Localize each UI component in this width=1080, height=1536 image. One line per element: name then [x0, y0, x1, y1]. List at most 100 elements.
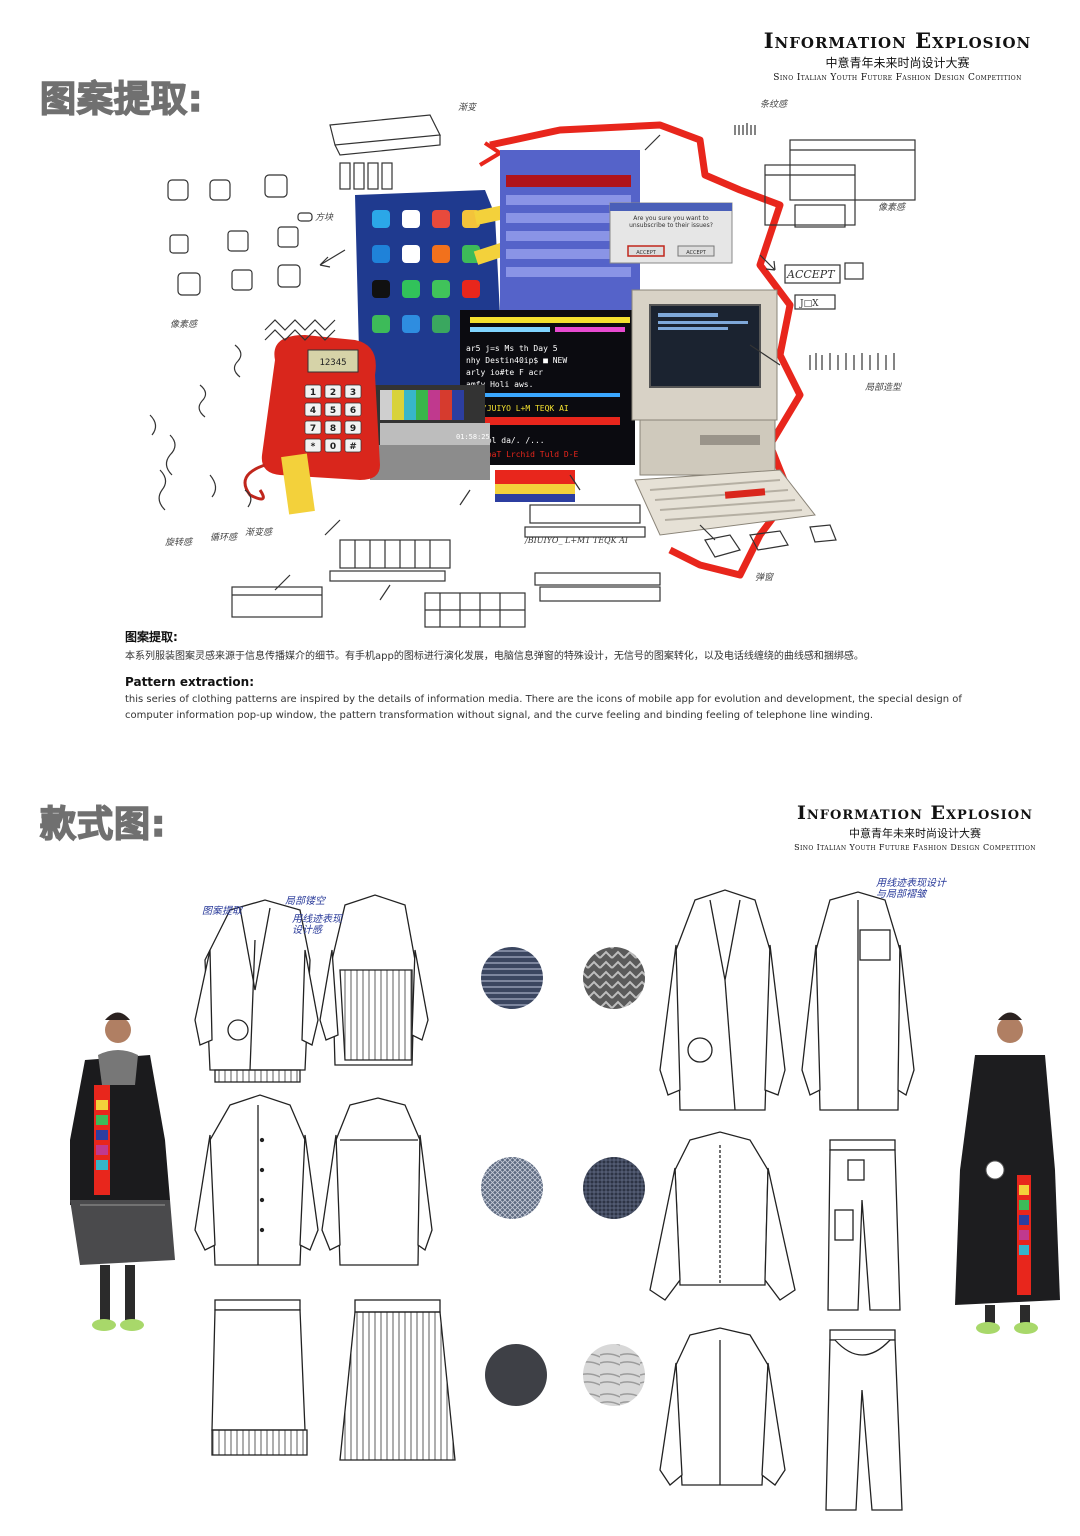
trousers-front-sketch	[827, 1139, 901, 1311]
pattern-extraction-heading: 图案提取:	[39, 78, 204, 121]
popup-message: Are you sure you want to unsubscribe to …	[629, 215, 713, 229]
collage-artwork: Are you sure you want to unsubscribe to …	[149, 99, 916, 628]
brand-title: Information Explosion	[763, 28, 1032, 53]
glitch-line: nhy Destin40ip$ ■ NEW	[466, 356, 567, 365]
sketch-note: 方块	[315, 212, 334, 223]
sketch-note: 渐变感	[245, 527, 274, 538]
sketch-note: 弹窗	[755, 572, 774, 583]
pattern-collage: Are you sure you want to unsubscribe to …	[140, 95, 940, 635]
shirt-back-sketch	[321, 1097, 433, 1266]
tape-strip	[281, 453, 315, 515]
style-drawing-heading: 款式图:	[39, 803, 167, 846]
phone-key-label: 0	[330, 442, 336, 452]
jacket-front-sketch	[659, 1327, 786, 1486]
phone-key-label: 3	[350, 388, 356, 398]
phone-key	[344, 420, 362, 435]
unsubscribe-popup: Are you sure you want to unsubscribe to …	[609, 202, 733, 264]
pencil-sketches	[149, 114, 916, 628]
phone-key-label: 9	[350, 424, 356, 434]
red-outline	[489, 121, 804, 579]
phone-key	[324, 420, 342, 435]
zip-shirt-sketch	[649, 1131, 796, 1301]
fabric-swatch	[583, 1157, 645, 1219]
glitch-line: /ol da/. /...	[482, 436, 545, 445]
coat-front-sketch	[194, 899, 319, 1083]
phone-key-label: 5	[330, 406, 336, 416]
phone-key	[344, 384, 362, 399]
brand-header-top: Information Explosion 中意青年未来时尚设计大赛 Sino …	[745, 28, 1050, 83]
fabric-swatch	[583, 947, 645, 1009]
glitch-line: LoaT Lrchid Tuld D-E	[482, 450, 579, 459]
brand-subtitle-cn: 中意青年未来时尚设计大赛	[825, 56, 970, 70]
style-drawings-artwork	[70, 889, 1060, 1511]
trousers-back-sketch	[825, 1329, 903, 1511]
sketch-note: 渐变	[458, 102, 478, 113]
phone-key	[304, 438, 322, 453]
model-figure-left	[70, 1012, 175, 1331]
brand-title: Information Explosion	[797, 802, 1033, 824]
long-coat-front-sketch	[659, 889, 786, 1111]
caption-en-title: Pattern extraction:	[125, 675, 254, 689]
fabric-swatch	[481, 947, 543, 1009]
phone-key-label: 4	[310, 406, 316, 416]
shirt-front-sketch	[194, 1094, 319, 1266]
phone-key	[304, 402, 322, 417]
phone-key	[344, 402, 362, 417]
phone-key	[304, 420, 322, 435]
phone-key	[324, 384, 342, 399]
annotation-note: 局部镂空	[285, 896, 325, 907]
annotation-note: 图案提取	[202, 906, 242, 917]
sketch-note: 条纹感	[760, 99, 789, 110]
sketch-note: 循环感	[210, 532, 239, 543]
sketch-note: 局部造型	[865, 382, 902, 393]
pattern-caption: 图案提取: 本系列服装图案灵感来源于信息传播媒介的细节。有手机app的图标进行演…	[125, 628, 995, 724]
clock-readout: 01:58:25	[456, 433, 490, 441]
coat-back-sketch	[319, 894, 429, 1066]
style-drawings-section: 图案提取 局部镂空 用线迹表现设计感 用线迹表现设计与局部褶皱	[0, 870, 1080, 1530]
phone-key-label: 1	[310, 388, 316, 398]
sketch-note: 像素感	[878, 202, 907, 213]
pleated-skirt-sketch	[339, 1299, 456, 1461]
brand-subtitle-cn: 中意青年未来时尚设计大赛	[849, 827, 981, 840]
flat-sketches	[194, 889, 915, 1511]
skirt-front-sketch	[211, 1299, 308, 1456]
glitch-line: ar5 j=s Ms th Day 5	[466, 344, 558, 353]
brand-subtitle-en: Sino Italian Youth Future Fashion Design…	[794, 843, 1036, 852]
phone-key-label: 2	[330, 388, 336, 398]
dialog-red-bar	[506, 175, 631, 187]
fabric-swatch	[485, 1344, 547, 1406]
annotation-note: 用线迹表现设计感	[292, 914, 342, 936]
long-coat-back-sketch	[801, 891, 915, 1111]
sketch-accept-label: ACCEPT	[786, 268, 836, 281]
fabric-swatch	[481, 1157, 543, 1219]
caption-cn-title: 图案提取:	[125, 630, 178, 644]
sketch-note: 旋转感	[165, 537, 194, 548]
phone-key	[324, 438, 342, 453]
annotation-note: 用线迹表现设计与局部褶皱	[876, 878, 946, 900]
retro-computer	[631, 289, 816, 536]
phone-key	[344, 438, 362, 453]
popup-accept-label: ACCEPT	[636, 250, 656, 256]
phone-key-label: 7	[310, 424, 316, 434]
phone-keypad: 1 2 3 4 5 6 7 8 9 * 0 #	[304, 384, 362, 453]
phone-key-label: 8	[330, 424, 336, 434]
fabric-swatch	[583, 1344, 645, 1406]
model-figure-right	[955, 1012, 1060, 1334]
brand-header-bottom: Information Explosion 中意青年未来时尚设计大赛 Sino …	[765, 802, 1065, 852]
glitch-line: arly io#te F acr	[466, 368, 543, 377]
brand-subtitle-en: Sino Italian Youth Future Fashion Design…	[773, 73, 1022, 83]
color-bars: 01:58:25	[370, 385, 575, 502]
sketch-box-label: J□X	[799, 299, 819, 309]
caption-cn-body: 本系列服装图案灵感来源于信息传播媒介的细节。有手机app的图标进行演化发展，电脑…	[125, 651, 864, 662]
sketch-glitch-label: /BIUIYO_ L+M1 TEQK AI	[524, 536, 629, 545]
phone-key-label: #	[349, 442, 357, 452]
caption-en-body: this series of clothing patterns are ins…	[125, 694, 962, 721]
phone-key-label: *	[311, 442, 316, 452]
phone-key-label: 6	[350, 406, 356, 416]
phone-key	[324, 402, 342, 417]
glitch-line: /JUIYO L+M TEQK AI	[482, 404, 569, 413]
phone-display: 12345	[319, 358, 346, 368]
sketch-note: 像素感	[170, 319, 199, 330]
glitch-line: amfy Holi aws.	[466, 380, 533, 389]
